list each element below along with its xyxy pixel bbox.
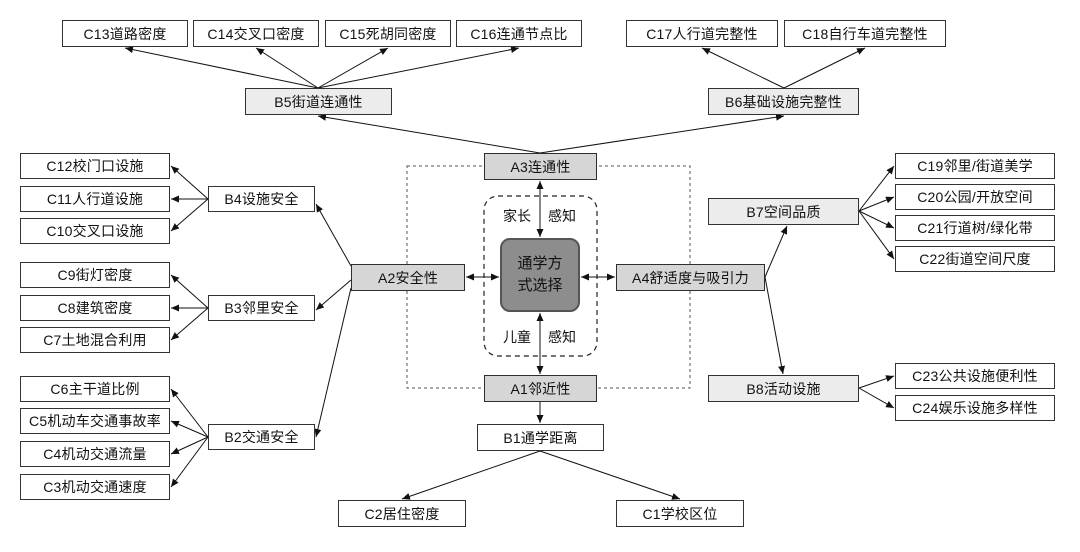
criterion-a4: A4舒适度与吸引力 xyxy=(616,264,765,291)
indicator-c12: C12校门口设施 xyxy=(20,153,170,179)
indicator-c1: C1学校区位 xyxy=(616,500,744,527)
indicator-c13: C13道路密度 xyxy=(62,20,188,47)
indicator-c19: C19邻里/街道美学 xyxy=(895,153,1055,179)
edge-b7-c19 xyxy=(858,165,895,212)
edge-b8-c24 xyxy=(858,387,895,409)
indicator-c6: C6主干道比例 xyxy=(20,376,170,402)
child-label: 儿童 xyxy=(503,329,531,345)
indicator-c14: C14交叉口密度 xyxy=(193,20,319,47)
edge-b6-c17 xyxy=(701,47,785,89)
edge-b7-c21 xyxy=(858,210,895,229)
indicator-c8: C8建筑密度 xyxy=(20,295,170,321)
factor-b8: B8活动设施 xyxy=(708,375,859,402)
edge-b2-c6 xyxy=(170,388,209,438)
edge-b4-c12 xyxy=(170,165,209,200)
criterion-a3: A3连通性 xyxy=(484,153,597,180)
indicator-c2: C2居住密度 xyxy=(338,500,466,527)
edge-a3-b5 xyxy=(317,113,541,154)
indicator-c10: C10交叉口设施 xyxy=(20,218,170,244)
edge-b7-c20 xyxy=(858,196,895,212)
factor-b7: B7空间品质 xyxy=(708,198,859,225)
edge-b3-c9 xyxy=(170,274,209,309)
edge-b6-c18 xyxy=(783,47,866,89)
edge-b2-c3 xyxy=(170,436,209,488)
edge-a4-b7 xyxy=(764,225,788,278)
edge-b4-c10 xyxy=(170,198,209,232)
edge-a2-b3 xyxy=(315,279,352,311)
edge-b1-c1 xyxy=(539,450,681,500)
edge-a2-b2 xyxy=(314,287,352,438)
edge-b5-c13 xyxy=(124,46,319,89)
factor-b2: B2交通安全 xyxy=(208,424,315,450)
edge-b5-c14 xyxy=(255,47,319,89)
indicator-c18: C18自行车道完整性 xyxy=(784,20,946,47)
edge-b2-c4 xyxy=(170,436,209,455)
indicator-c21: C21行道树/绿化带 xyxy=(895,215,1055,241)
criterion-a2: A2安全性 xyxy=(351,264,465,291)
factor-b1: B1通学距离 xyxy=(477,424,604,451)
indicator-c3: C3机动交通速度 xyxy=(20,474,170,500)
factor-b5: B5街道连通性 xyxy=(245,88,392,115)
edge-b8-c23 xyxy=(858,375,895,389)
parent-label: 家长 xyxy=(503,208,531,224)
factor-b6: B6基础设施完整性 xyxy=(708,88,859,115)
edge-b2-c5 xyxy=(170,420,209,438)
factor-b4: B4设施安全 xyxy=(208,186,315,212)
criterion-a1: A1邻近性 xyxy=(484,375,597,402)
indicator-c20: C20公园/开放空间 xyxy=(895,184,1055,210)
school-travel-mode-choice: 通学方式选择 xyxy=(500,238,580,312)
indicator-c17: C17人行道完整性 xyxy=(626,20,778,47)
edge-b7-c22 xyxy=(858,210,895,260)
indicator-c23: C23公共设施便利性 xyxy=(895,363,1055,389)
edge-b3-c7 xyxy=(170,307,209,341)
indicator-c7: C7土地混合利用 xyxy=(20,327,170,353)
edge-b1-c2 xyxy=(401,450,541,500)
indicator-c22: C22街道空间尺度 xyxy=(895,246,1055,272)
center-label: 通学方式选择 xyxy=(517,254,563,295)
indicator-c5: C5机动车交通事故率 xyxy=(20,408,170,434)
indicator-c15: C15死胡同密度 xyxy=(325,20,451,47)
edge-a4-b8 xyxy=(764,276,785,375)
indicator-c24: C24娱乐设施多样性 xyxy=(895,395,1055,421)
edge-b5-c15 xyxy=(317,47,389,89)
indicator-c4: C4机动交通流量 xyxy=(20,441,170,467)
child-perception-label: 感知 xyxy=(548,329,576,345)
edge-a3-b6 xyxy=(539,113,785,154)
factor-b3: B3邻里安全 xyxy=(208,295,315,321)
edge-a2-b4 xyxy=(315,203,352,267)
parent-perception-label: 感知 xyxy=(548,208,576,224)
indicator-c9: C9街灯密度 xyxy=(20,262,170,288)
indicator-c11: C11人行道设施 xyxy=(20,186,170,212)
indicator-c16: C16连通节点比 xyxy=(456,20,582,47)
edge-b5-c16 xyxy=(317,46,520,89)
